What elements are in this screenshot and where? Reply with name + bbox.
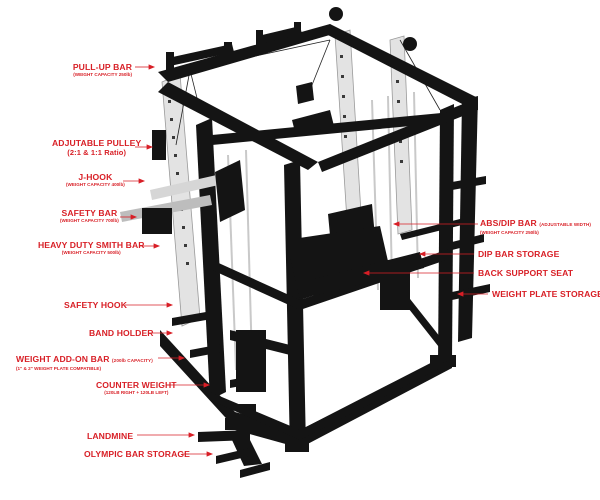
label-title-note: (ADJUSTABLE WIDTH) bbox=[539, 222, 592, 227]
label-safety-hook: SAFETY HOOK bbox=[64, 300, 127, 310]
label-dip-bar-storage: DIP BAR STORAGE bbox=[478, 249, 559, 259]
label-landmine: LANDMINE bbox=[87, 431, 133, 441]
label-sub: (WEIGHT CAPACITY 500lb) bbox=[61, 250, 121, 255]
label-sub: (WEIGHT CAPACITY 250lb) bbox=[480, 230, 539, 235]
label-title: HEAVY DUTY SMITH BAR bbox=[38, 240, 145, 250]
main-frame bbox=[120, 7, 490, 478]
label-title: ADJUTABLE PULLEY bbox=[52, 138, 142, 148]
label-title: WEIGHT PLATE STORAGE bbox=[492, 289, 600, 299]
label-counter-weight: COUNTER WEIGHT (120LB RIGHT + 120LB LEFT… bbox=[96, 380, 177, 396]
label-sub: (2:1 & 1:1 Ratio) bbox=[67, 148, 127, 157]
label-sub: (WEIGHT CAPACITY 700lb) bbox=[60, 218, 119, 223]
leader-lines bbox=[120, 64, 488, 457]
label-band-holder: BAND HOLDER bbox=[89, 328, 154, 338]
label-title-note: (200lb CAPACITY) bbox=[112, 358, 153, 363]
label-adjustable-pulley: ADJUTABLE PULLEY (2:1 & 1:1 Ratio) bbox=[52, 138, 141, 158]
label-heavy-duty-smith-bar: HEAVY DUTY SMITH BAR (WEIGHT CAPACITY 50… bbox=[38, 240, 145, 256]
label-olympic-bar-storage: OLYMPIC BAR STORAGE bbox=[84, 449, 190, 459]
label-sub: (1" & 2" WEIGHT PLATE COMPATIBLE) bbox=[16, 366, 101, 371]
label-title: LANDMINE bbox=[87, 431, 134, 441]
label-title: BACK SUPPORT SEAT bbox=[478, 268, 574, 278]
label-title: ABS/DIP BAR bbox=[480, 218, 537, 228]
label-sub: (120LB RIGHT + 120LB LEFT) bbox=[104, 390, 169, 395]
label-sub: (WEIGHT CAPACITY 400lb) bbox=[66, 182, 125, 187]
label-weight-add-on-bar: WEIGHT ADD-ON BAR (200lb CAPACITY) (1" &… bbox=[16, 354, 153, 372]
label-back-support-seat: BACK SUPPORT SEAT bbox=[478, 268, 573, 278]
label-title: COUNTER WEIGHT bbox=[96, 380, 177, 390]
label-title: J-HOOK bbox=[78, 172, 113, 182]
label-sub: (WEIGHT CAPACITY 250lb) bbox=[73, 72, 132, 77]
label-weight-plate-storage: WEIGHT PLATE STORAGE bbox=[492, 289, 600, 299]
label-abs-dip-bar: ABS/DIP BAR (ADJUSTABLE WIDTH) (WEIGHT C… bbox=[480, 218, 591, 236]
label-j-hook: J-HOOK (WEIGHT CAPACITY 400lb) bbox=[66, 172, 125, 188]
machine-illustration bbox=[120, 7, 490, 478]
label-safety-bar: SAFETY BAR (WEIGHT CAPACITY 700lb) bbox=[60, 208, 119, 224]
label-title: DIP BAR STORAGE bbox=[478, 249, 560, 259]
label-title: SAFETY HOOK bbox=[64, 300, 128, 310]
label-title: OLYMPIC BAR STORAGE bbox=[84, 449, 190, 459]
label-title: SAFETY BAR bbox=[61, 208, 118, 218]
label-title: PULL-UP BAR bbox=[72, 62, 132, 72]
label-title: WEIGHT ADD-ON BAR bbox=[16, 354, 110, 364]
label-title: BAND HOLDER bbox=[89, 328, 154, 338]
label-pull-up-bar: PULL-UP BAR (WEIGHT CAPACITY 250lb) bbox=[73, 62, 132, 78]
